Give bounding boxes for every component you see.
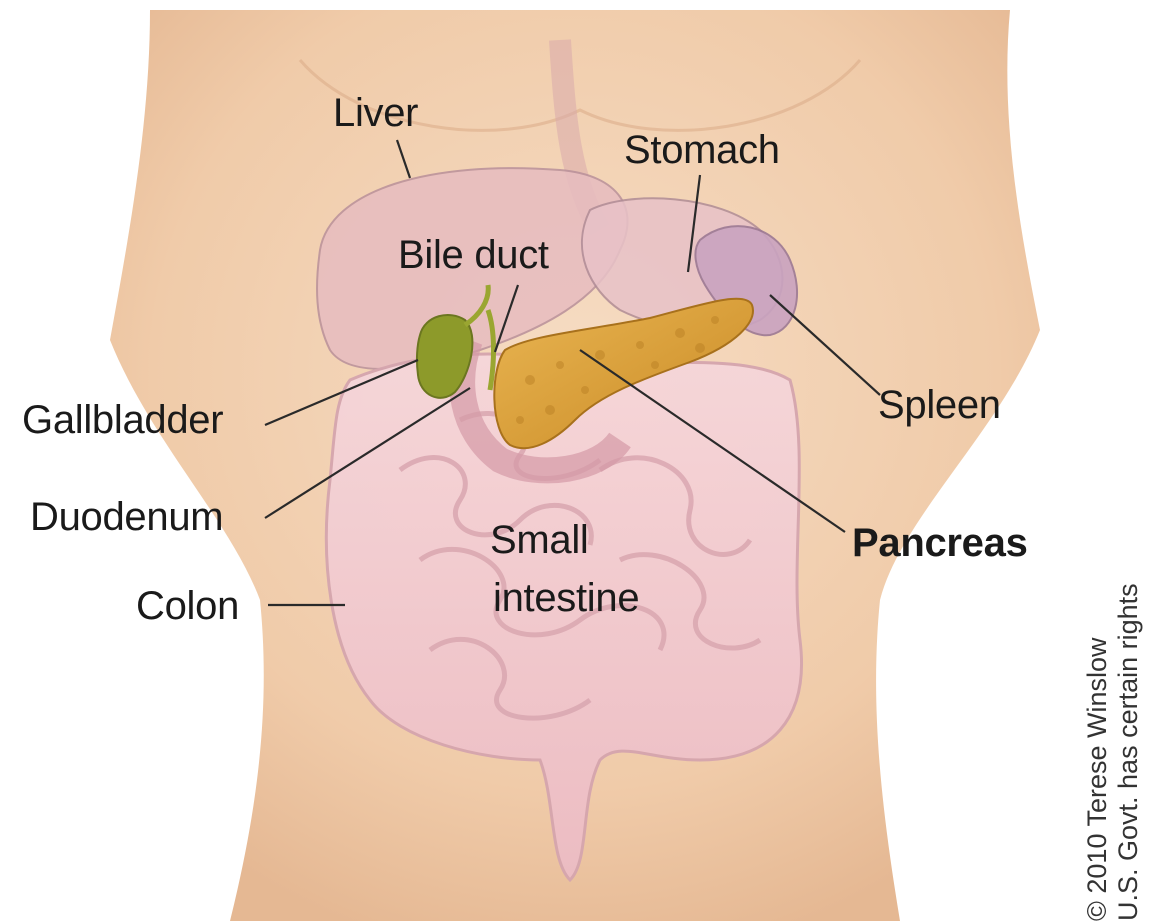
label-small-intestine-line1: Small [490,520,589,560]
copyright-notice: © 2010 Terese Winslow U.S. Govt. has cer… [1082,583,1144,921]
copyright-line-2: U.S. Govt. has certain rights [1113,583,1144,921]
label-duodenum: Duodenum [30,497,223,537]
label-colon: Colon [136,586,239,626]
copyright-line-1: © 2010 Terese Winslow [1082,583,1113,921]
label-gallbladder: Gallbladder [22,400,223,440]
label-liver: Liver [333,93,418,133]
label-spleen: Spleen [878,385,1001,425]
label-pancreas: Pancreas [852,523,1028,563]
label-small-intestine-line2: intestine [493,578,639,618]
label-bile-duct: Bile duct [398,235,549,275]
label-stomach: Stomach [624,130,780,170]
